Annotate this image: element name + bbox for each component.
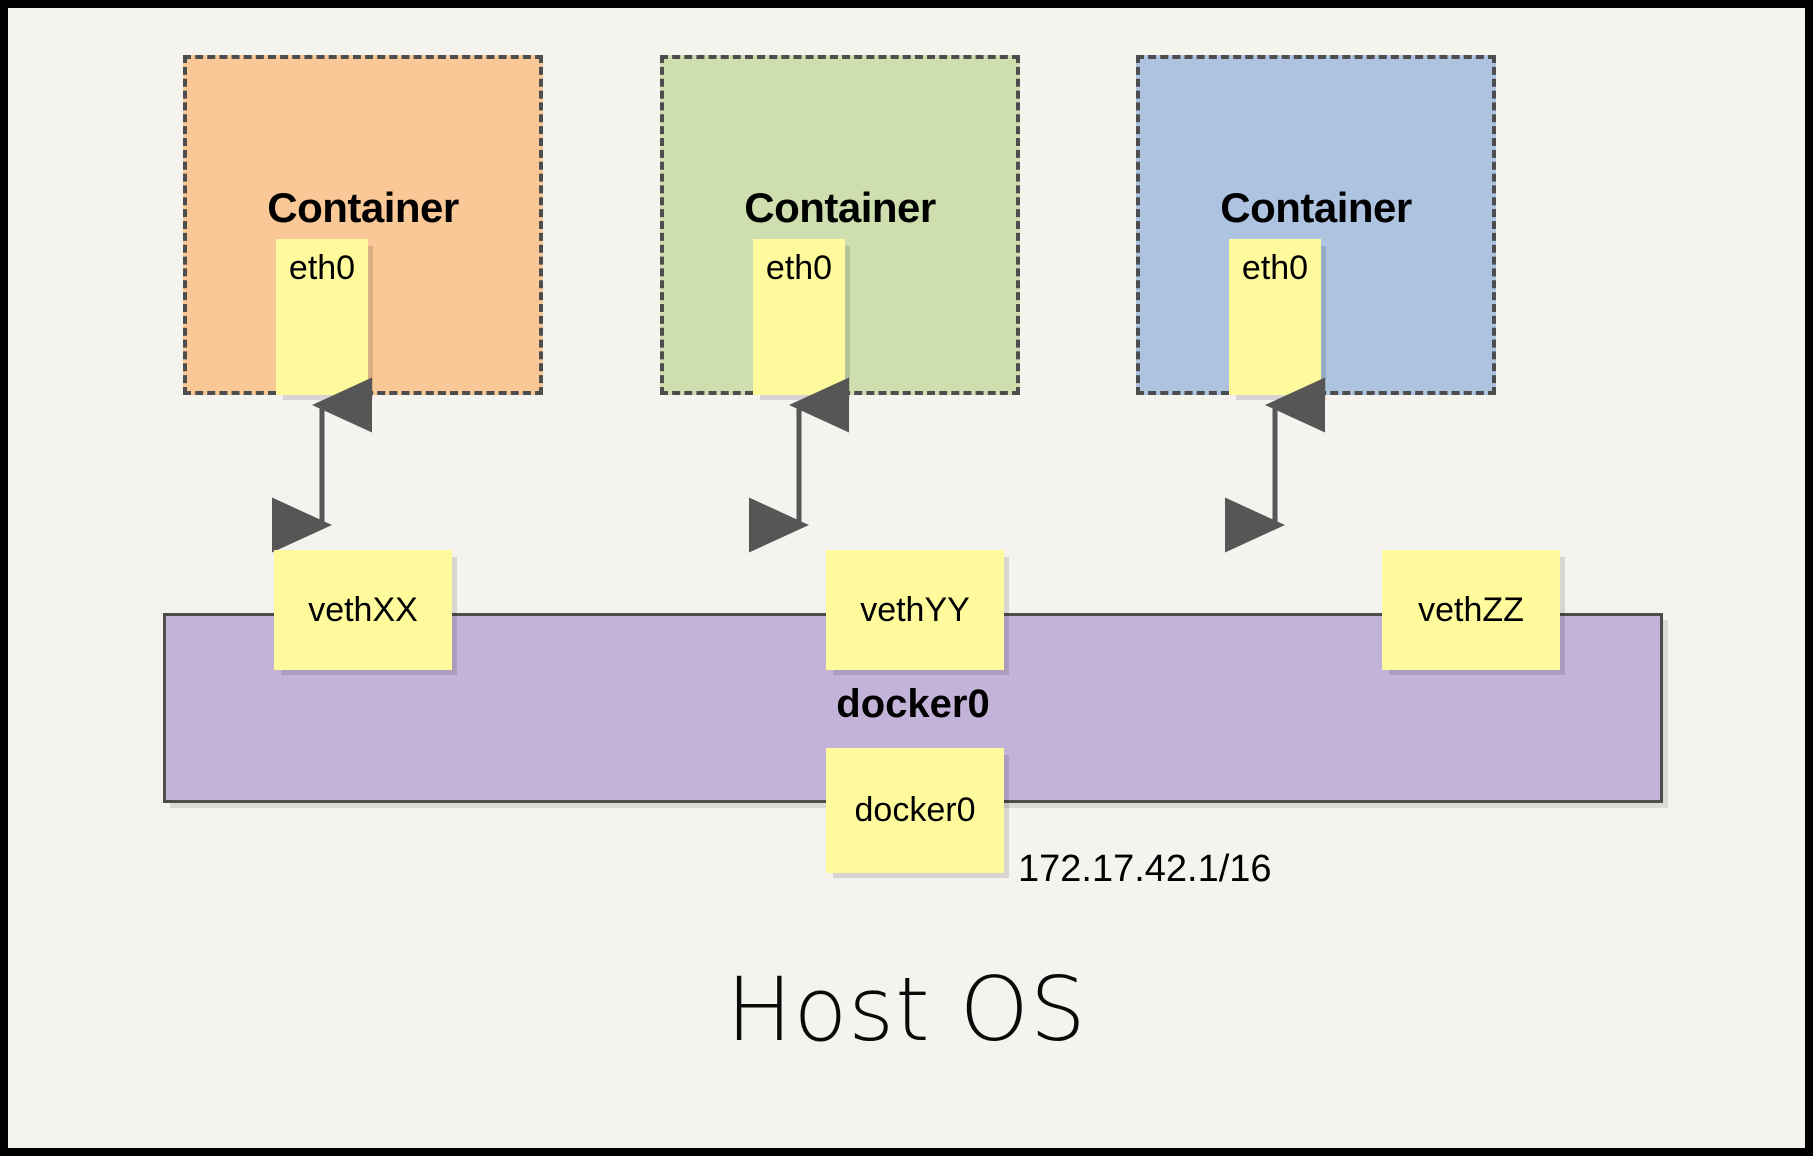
veth-link-arrow-2 — [749, 377, 849, 553]
diagram-stage: Container eth0 Container eth0 Container … — [8, 8, 1805, 1148]
host-os-title: Host OS — [726, 958, 1087, 1061]
veth-link-arrow-3 — [1225, 377, 1325, 553]
veth-note-1: vethXX — [274, 550, 452, 670]
veth-note-3: vethZZ — [1382, 550, 1560, 670]
eth0-note-3: eth0 — [1229, 239, 1321, 395]
eth0-note-1: eth0 — [276, 239, 368, 395]
eth0-note-2: eth0 — [753, 239, 845, 395]
docker0-bridge-label: docker0 — [836, 682, 990, 726]
veth-note-2: vethYY — [826, 550, 1004, 670]
docker0-ip-label: 172.17.42.1/16 — [1018, 848, 1272, 890]
container-title-1: Container — [267, 184, 459, 231]
docker0-interface-note: docker0 — [826, 748, 1004, 873]
container-title-2: Container — [744, 184, 936, 231]
container-title-3: Container — [1220, 184, 1412, 231]
veth-link-arrow-1 — [272, 377, 372, 553]
